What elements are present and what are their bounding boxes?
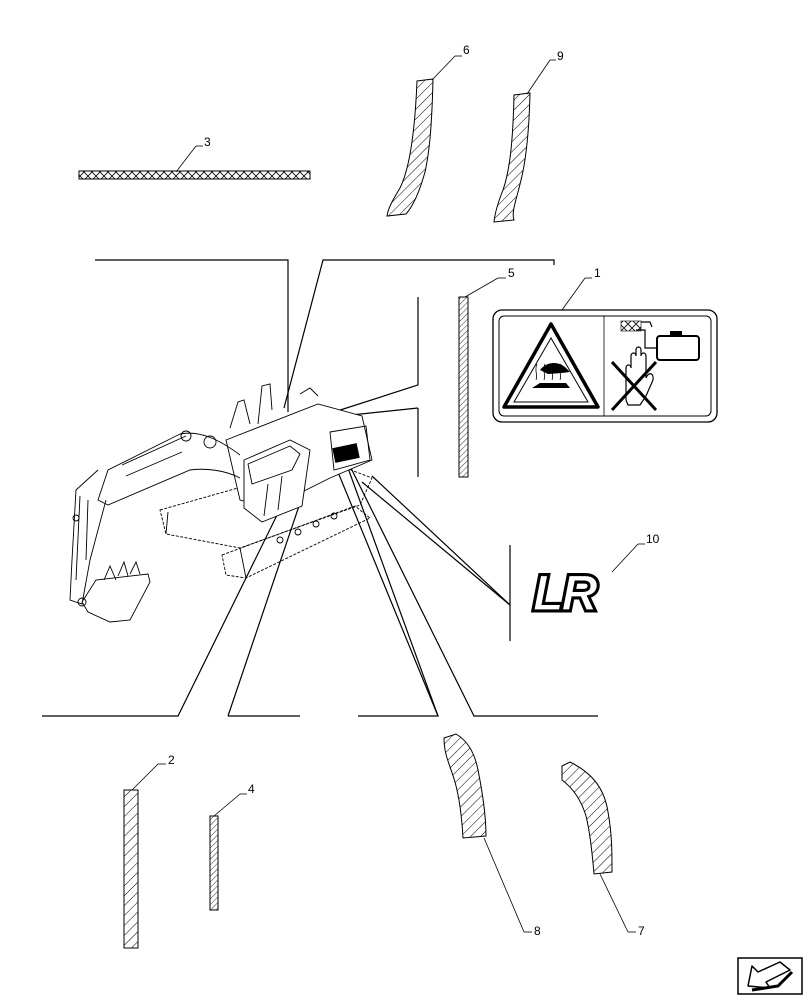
decal-curved-6: 6 xyxy=(386,43,470,217)
callout-8: 8 xyxy=(534,924,541,938)
decal-strip-2: 2 xyxy=(123,753,175,949)
callout-6: 6 xyxy=(463,43,470,57)
decal-strip-5: 5 xyxy=(458,266,515,478)
do-not-touch-hand-icon xyxy=(610,346,658,412)
callout-1: 1 xyxy=(594,266,601,280)
callout-4: 4 xyxy=(248,782,255,796)
decal-curved-7: 7 xyxy=(561,761,645,938)
callout-10: 10 xyxy=(646,532,660,546)
callout-9: 9 xyxy=(557,49,564,63)
callout-5: 5 xyxy=(508,266,515,280)
decal-strip-4: 4 xyxy=(209,782,255,911)
decal-curved-8: 8 xyxy=(443,733,541,938)
previous-page-arrow-icon[interactable] xyxy=(737,957,803,995)
callout-7: 7 xyxy=(638,924,645,938)
excavator-illustration xyxy=(69,383,373,623)
leader-lines xyxy=(42,259,598,717)
callout-2: 2 xyxy=(168,753,175,767)
decal-lr-emblem-10: LR LR 10 xyxy=(531,532,660,624)
decal-curved-9: 9 xyxy=(493,49,564,223)
lr-emblem-text: LR xyxy=(533,565,598,621)
lr-emblem-inner: LR xyxy=(533,565,598,621)
hot-fluid-tank-icon xyxy=(620,320,700,361)
warning-decal-1: 1 xyxy=(492,266,718,423)
callout-3: 3 xyxy=(204,135,211,149)
decal-strip-3: 3 xyxy=(78,135,311,180)
hot-surface-warning-icon xyxy=(502,322,600,409)
